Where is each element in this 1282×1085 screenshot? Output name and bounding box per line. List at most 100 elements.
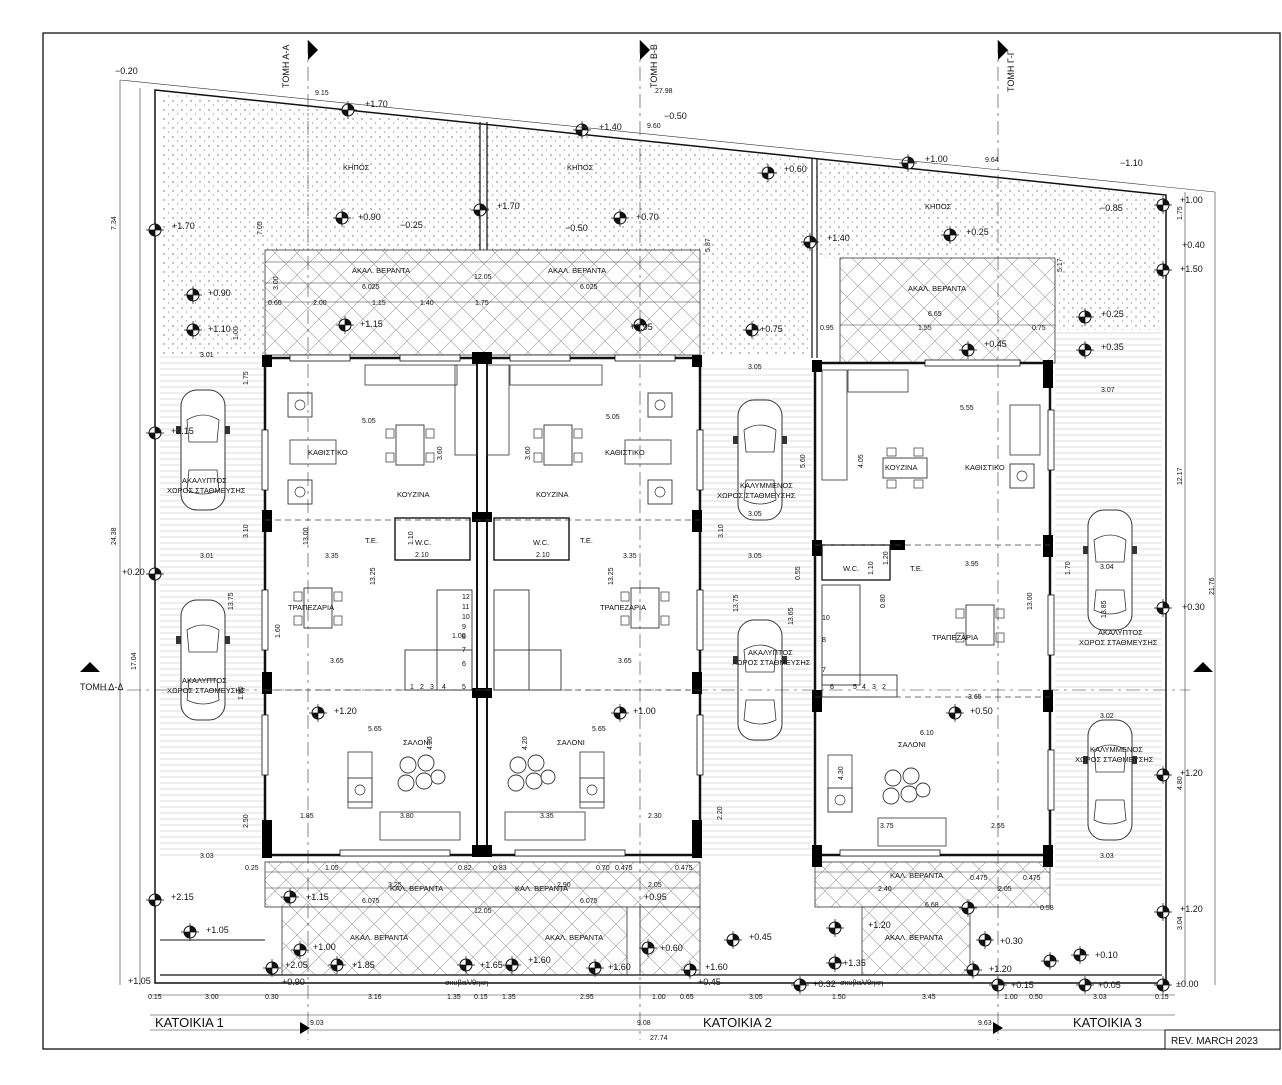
dim-d555: 5.55	[960, 405, 974, 412]
stair-step-2: 2	[420, 684, 424, 691]
dim-d335a: 3.35	[325, 553, 339, 560]
dim-d365a: 3.65	[330, 658, 344, 665]
house-2-label: ΚΑΤΟΙΚΙΑ 2	[703, 1015, 772, 1030]
dim-d305c: 3.05	[748, 553, 762, 560]
dim-d095: 0.95	[820, 325, 834, 332]
dim-d325: 3.25	[388, 882, 402, 889]
veranda-bottom-h1h2	[264, 861, 701, 908]
dim-d565a: 5.65	[368, 726, 382, 733]
level-l28: +2.15	[171, 426, 194, 436]
living-label-2: ΚΑΘΙΣΤΙΚΟ	[605, 448, 645, 457]
dim-d160: 1.60	[275, 624, 282, 638]
stair3-step-10: 10	[822, 615, 830, 622]
te-label-2: Τ.Ε.	[580, 536, 593, 545]
garden-area-left	[160, 92, 812, 250]
kitchen-label-1: ΚΟΥΖΙΝΑ	[397, 490, 429, 499]
dim-d175b: 1.75	[243, 371, 250, 385]
veranda-label-4: ΚΑΛ. ΒΕΡΑΝΤΑ	[390, 884, 443, 893]
dim-d185: 1.85	[300, 813, 314, 820]
level-l33: +0.50	[970, 706, 993, 716]
dim-d365b: 3.65	[618, 658, 632, 665]
te-label-1: Τ.Ε.	[365, 536, 378, 545]
dim-d210a: 2.10	[415, 552, 429, 559]
level-l58: +0.95	[644, 892, 667, 902]
level-l26: +0.45	[984, 339, 1007, 349]
dim-d302: 3.02	[1100, 713, 1114, 720]
level-l37: +1.00	[313, 942, 336, 952]
living-label-1: ΚΑΘΙΣΤΙΚΟ	[308, 448, 348, 457]
dim-d110: 1.10	[868, 561, 875, 575]
veranda-top-h3	[839, 257, 1056, 364]
level-l29: +0.20	[122, 567, 145, 577]
dim-d1300b: 13.00	[1027, 592, 1034, 610]
level-l4: −0.50	[664, 111, 687, 121]
house-1-label: ΚΑΤΟΙΚΙΑ 1	[155, 1015, 224, 1030]
dim-b300: 3.00	[205, 994, 219, 1001]
dining-label-1: ΤΡΑΠΕΖΑΡΙΑ	[288, 603, 334, 612]
dim-ver-12-05: 12.05	[474, 274, 492, 281]
dim-d210b: 2.10	[536, 552, 550, 559]
dim-d205a: 2.05	[648, 882, 662, 889]
dim-d220: 2.20	[717, 806, 724, 820]
salon-label-1: ΣΑΛΟΝΙ	[403, 738, 431, 747]
dim-right-21-76: 21.76	[1209, 577, 1216, 595]
stair-step-7: 7	[462, 647, 466, 654]
parking-label-4: ΧΩΡΟΣ ΣΤΑΘΜΕΥΣΗΣ	[732, 658, 811, 667]
dim-right-1-75: 1.75	[1177, 206, 1184, 220]
dim-d505b: 5.05	[606, 414, 620, 421]
dim-d290: 2.90	[557, 882, 571, 889]
garden-label-3: ΚΗΠΟΣ	[925, 202, 952, 211]
dim-d105: 1.05	[325, 865, 339, 872]
level-l34: +1.20	[1180, 768, 1203, 778]
level-l39: +1.85	[352, 960, 375, 970]
dim-b150: 1.50	[832, 994, 846, 1001]
level-l57: +0.45	[698, 977, 721, 987]
dim-d305a: 3.05	[748, 364, 762, 371]
dim-b345: 3.45	[922, 994, 936, 1001]
level-l38: +2.05	[285, 960, 308, 970]
veranda-label-7: ΑΚΑΛ. ΒΕΡΑΝΤΑ	[350, 933, 408, 942]
dim-d301b: 3.01	[200, 553, 214, 560]
dim-d405: 4.05	[858, 454, 865, 468]
dim-b015b: 0.15	[474, 994, 488, 1001]
dim-d307: 3.07	[1101, 387, 1115, 394]
dim-d310b: 3.10	[718, 524, 725, 538]
parking-open-label-3: ΑΚΑΛΥΠΤΟΣ	[748, 648, 793, 657]
dim-d075: 0.75	[1032, 325, 1046, 332]
dim-d303b: 3.03	[1100, 853, 1114, 860]
dim-d082: 0.82	[458, 865, 472, 872]
dim-d335b: 3.35	[623, 553, 637, 560]
sheet-border	[42, 32, 1281, 1050]
storage-label-1: σκυβαλ/θηκη	[445, 978, 488, 987]
dim-d115: 1.15	[372, 300, 386, 307]
stair-step-9: 9	[462, 624, 466, 631]
level-l12: −0.50	[565, 223, 588, 233]
dim-d070: 0.70	[596, 865, 610, 872]
stair-step-6: 6	[462, 661, 466, 668]
section-dd-label: ΤΟΜΗ Δ-Δ	[80, 682, 123, 692]
level-l27: +0.35	[1101, 342, 1124, 352]
garden-area-mid-lower	[700, 250, 812, 355]
level-l54: +0.32	[813, 979, 836, 989]
level-l46: +1.20	[868, 920, 891, 930]
dim-ver-3-00: 3.00	[273, 276, 280, 290]
dim-d140: 1.40	[420, 300, 434, 307]
house-1-2-outline	[261, 352, 704, 858]
dim-b100b: 1.00	[1004, 994, 1018, 1001]
parking-label-5: ΧΩΡΟΣ ΣΤΑΘΜΕΥΣΗΣ	[1079, 638, 1158, 647]
veranda-label-2: ΑΚΑΛ. ΒΕΡΑΝΤΑ	[548, 266, 606, 275]
level-l10: −0.25	[400, 220, 423, 230]
level-l8: +1.70	[172, 221, 195, 231]
parking-label-6: ΧΩΡΟΣ ΣΤΑΘΜΕΥΣΗΣ	[1075, 755, 1154, 764]
parking-label-2: ΧΩΡΟΣ ΣΤΑΘΜΕΥΣΗΣ	[167, 686, 246, 695]
armchair-1a	[287, 392, 313, 418]
stair-step-8: 8	[462, 634, 466, 641]
dim-top-27-98: 27.98	[655, 88, 673, 95]
dim-d360a: 3.60	[437, 446, 444, 460]
parking-covered-label-1: ΚΑΛΥΜΜΕΝΟΣ	[740, 481, 793, 490]
dim-d380: 3.80	[400, 813, 414, 820]
dim-d610: 6.10	[920, 730, 934, 737]
level-l32: +1.00	[633, 706, 656, 716]
level-l11: +1.70	[497, 201, 520, 211]
